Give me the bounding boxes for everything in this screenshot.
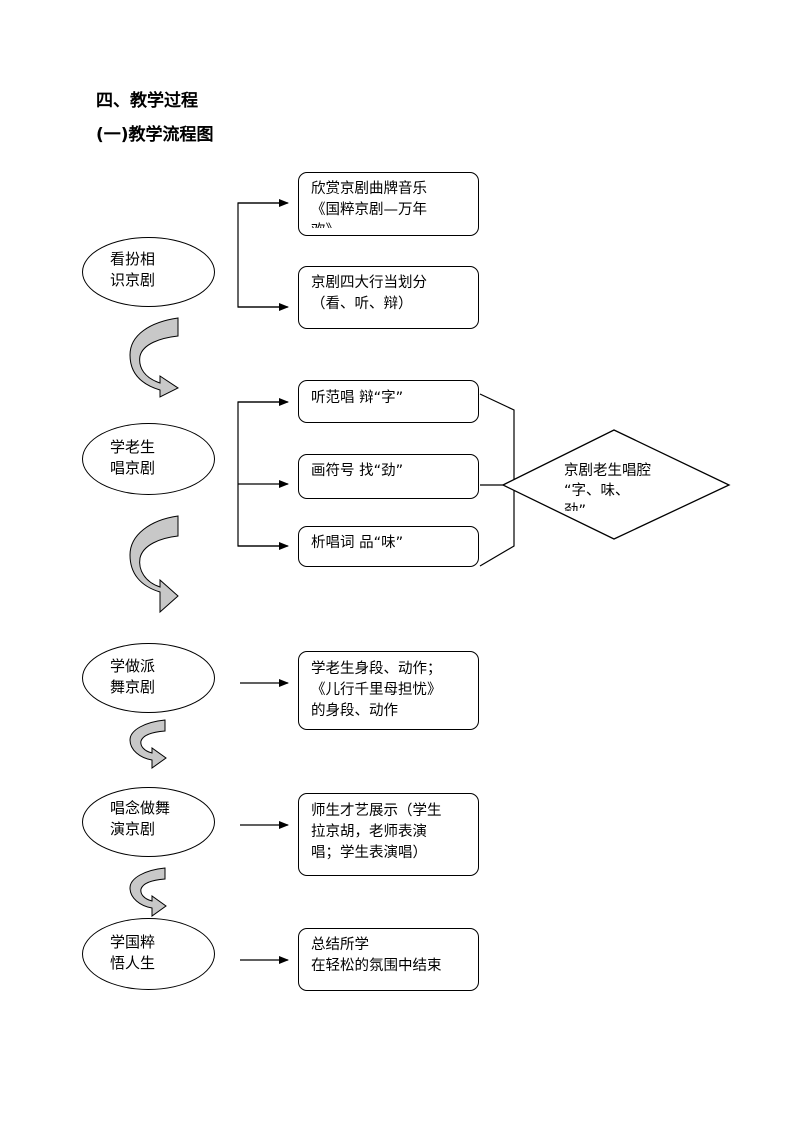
- stage-label-3: 学做派 舞京剧: [110, 657, 156, 696]
- curved-arrow-1: [129, 317, 179, 398]
- stage2-connector: [237, 398, 289, 550]
- activity-text-2: 京剧四大行当划分 （看、听、辩）: [311, 275, 427, 312]
- curved-arrow-4: [129, 867, 167, 917]
- activity-text-5: 析唱词 品“味”: [311, 535, 404, 551]
- stage-oval-3: [82, 643, 215, 713]
- section-heading: 四、教学过程: [96, 91, 198, 111]
- subsection-heading: (一)教学流程图: [96, 125, 214, 145]
- stage-oval-5: [82, 918, 215, 990]
- activity-box-1: [298, 172, 479, 236]
- curved-arrow-2: [129, 515, 179, 614]
- diamond-shape: [501, 429, 731, 540]
- activity-box-5: [298, 526, 479, 567]
- activity-box-6: [298, 651, 479, 730]
- stage-label-4: 唱念做舞 演京剧: [110, 799, 171, 838]
- activity-text-3: 听范唱 辩“字”: [311, 390, 404, 406]
- stage-oval-4: [82, 787, 215, 857]
- activity-text-4: 画符号 找“劲”: [311, 463, 404, 479]
- diamond-label: 京剧老生唱腔 “字、味、 劲”: [564, 463, 651, 511]
- activity-box-3: [298, 380, 479, 423]
- activity-box-2: [298, 266, 479, 329]
- activity-text-7: 师生才艺展示（学生 拉京胡，老师表演 唱；学生表演唱）: [311, 803, 442, 861]
- activity-box-8: [298, 928, 479, 991]
- stage-label-5: 学国粹 悟人生: [110, 933, 156, 972]
- curved-arrow-3: [129, 719, 167, 769]
- activity-text-6: 学老生身段、动作； 《儿行千里母担忧》 的身段、动作: [311, 661, 442, 719]
- stage1-connector: [237, 199, 289, 311]
- stage-label-2: 学老生 唱京剧: [110, 438, 156, 477]
- stage-oval-1: [82, 237, 215, 307]
- activity-box-4: [298, 454, 479, 499]
- diamond-bracket: [479, 393, 515, 567]
- activity-text-1: 欣赏京剧曲牌音乐 《国粹京剧—万年 欢》: [311, 181, 427, 228]
- activity-text-8: 总结所学 在轻松的氛围中结束: [311, 937, 442, 974]
- activity-box-7: [298, 793, 479, 876]
- stage-oval-2: [82, 423, 215, 495]
- stage-label-1: 看扮相 识京剧: [110, 250, 156, 289]
